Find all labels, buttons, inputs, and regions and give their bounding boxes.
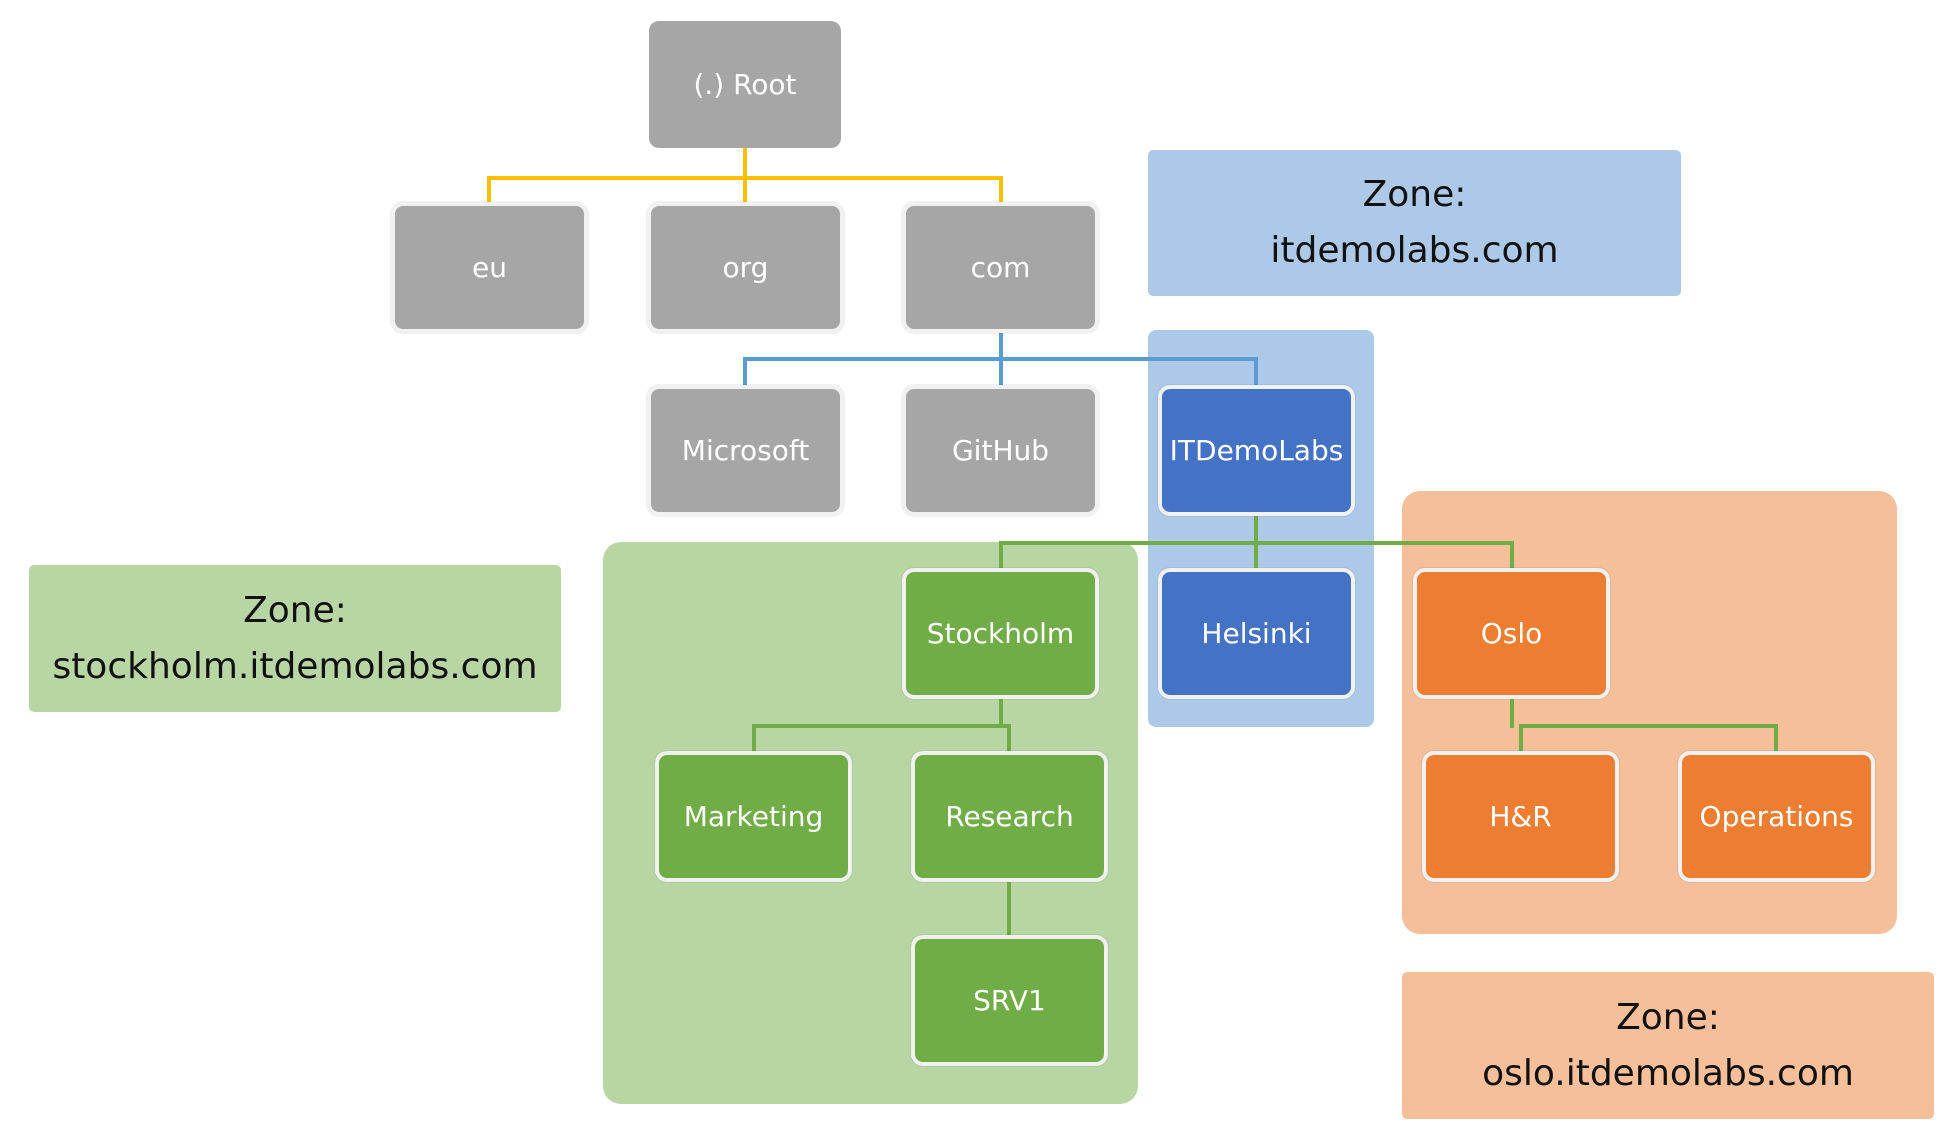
research-node: Research xyxy=(911,751,1108,882)
marketing-node: Marketing xyxy=(655,751,852,882)
eu-node: eu xyxy=(391,202,588,333)
root-to-tld-connector xyxy=(487,146,1003,206)
helsinki-node: Helsinki xyxy=(1158,568,1355,699)
zone-label-stockholm-name: stockholm.itdemolabs.com xyxy=(52,645,538,687)
srv1-node: SRV1 xyxy=(911,935,1108,1066)
zone-label-itdemolabs-title: Zone: xyxy=(1362,174,1467,215)
zone-label-oslo-name: oslo.itdemolabs.com xyxy=(1482,1052,1854,1094)
com-node: com xyxy=(902,202,1099,333)
stockholm-node: Stockholm xyxy=(902,568,1099,699)
oslo-node: Oslo xyxy=(1413,568,1610,699)
itdemolabs-node: ITDemoLabs xyxy=(1158,385,1355,516)
org-node: org xyxy=(647,202,844,333)
zone-label-itdemolabs-name: itdemolabs.com xyxy=(1270,230,1559,271)
operations-node: Operations xyxy=(1678,751,1875,882)
zone-label-oslo: Zone: oslo.itdemolabs.com xyxy=(1402,972,1934,1119)
root-node: (.) Root xyxy=(649,21,841,148)
zone-label-itdemolabs: Zone: itdemolabs.com xyxy=(1148,150,1681,296)
hr-node: H&R xyxy=(1422,751,1619,882)
zone-label-oslo-title: Zone: xyxy=(1616,996,1720,1038)
zone-label-stockholm: Zone: stockholm.itdemolabs.com xyxy=(29,565,561,712)
github-node: GitHub xyxy=(902,385,1099,516)
zone-label-stockholm-title: Zone: xyxy=(243,589,347,631)
microsoft-node: Microsoft xyxy=(647,385,844,516)
